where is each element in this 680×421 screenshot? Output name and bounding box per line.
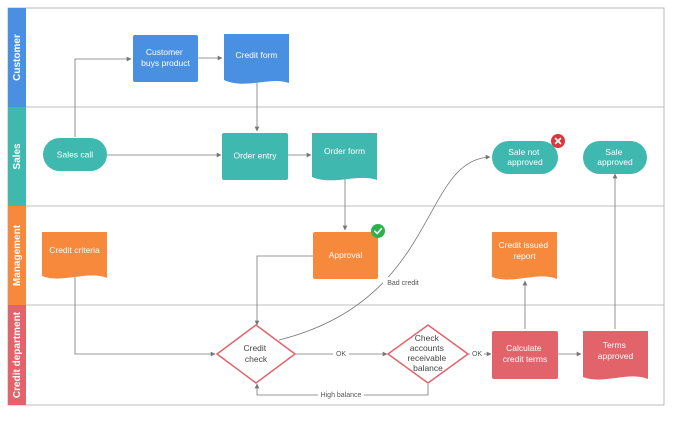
node-order-form[interactable] xyxy=(312,133,377,181)
node-label: Check accounts receivable balance xyxy=(407,333,448,373)
lane-customer xyxy=(8,8,26,107)
node-label: Order entry xyxy=(234,151,278,161)
lane-sales xyxy=(8,107,26,206)
decision-check-accounts-receivable-balance[interactable] xyxy=(386,324,470,384)
node-label: Credit criteria xyxy=(49,245,100,255)
approved-check-icon xyxy=(371,224,385,238)
node-terms-approved[interactable] xyxy=(583,331,648,380)
node-sales-call[interactable] xyxy=(43,138,107,171)
checkmark-icon xyxy=(374,227,383,235)
edge-sales-call-to-customer-buys xyxy=(74,56,132,137)
node-credit-criteria[interactable] xyxy=(42,232,107,279)
node-approval[interactable] xyxy=(313,232,378,279)
lane-management xyxy=(8,206,26,305)
node-sale-not-approved[interactable] xyxy=(492,141,558,174)
node-credit-issued-report[interactable] xyxy=(492,232,557,280)
edge-label-ok: OK xyxy=(336,351,346,358)
node-label: Credit issued report xyxy=(499,240,551,261)
node-label: Credit check xyxy=(243,343,268,364)
edge-label-ok: OK xyxy=(472,351,482,358)
node-label: Credit form xyxy=(235,50,277,60)
lane-label-sales: Sales xyxy=(12,143,23,170)
node-sale-approved[interactable] xyxy=(583,141,647,174)
node-calculate-credit-terms[interactable] xyxy=(492,331,558,379)
node-order-entry[interactable] xyxy=(222,133,288,180)
lane-credit-department xyxy=(8,305,26,405)
edge-credit-criteria-to-credit-check xyxy=(74,272,216,357)
edge-approval-to-credit-check xyxy=(254,255,313,326)
node-label: Approval xyxy=(329,250,363,260)
node-label: Calculate credit terms xyxy=(503,343,547,364)
edge-label-bad-credit: Bad credit xyxy=(387,280,419,287)
node-customer-buys-product[interactable] xyxy=(133,35,198,82)
edge-label-high-balance: High balance xyxy=(321,392,362,399)
node-label: Customer buys product xyxy=(141,47,190,68)
lane-label-management: Management xyxy=(12,224,23,286)
node-label: Order form xyxy=(324,146,365,156)
node-label: Sale approved xyxy=(597,147,633,167)
node-label: Sale not approved xyxy=(507,147,543,167)
lane-label-customer: Customer xyxy=(12,34,23,81)
diagram-frame xyxy=(7,7,665,406)
node-label: Sales call xyxy=(57,150,93,160)
node-credit-form[interactable] xyxy=(224,34,289,84)
lane-label-credit-department: Credit department xyxy=(12,311,23,398)
node-label: Terms approved xyxy=(598,340,634,361)
edge-credit-check-to-sale-not-approved xyxy=(278,154,491,341)
cross-icon xyxy=(554,137,562,145)
decision-credit-check[interactable] xyxy=(215,324,297,384)
